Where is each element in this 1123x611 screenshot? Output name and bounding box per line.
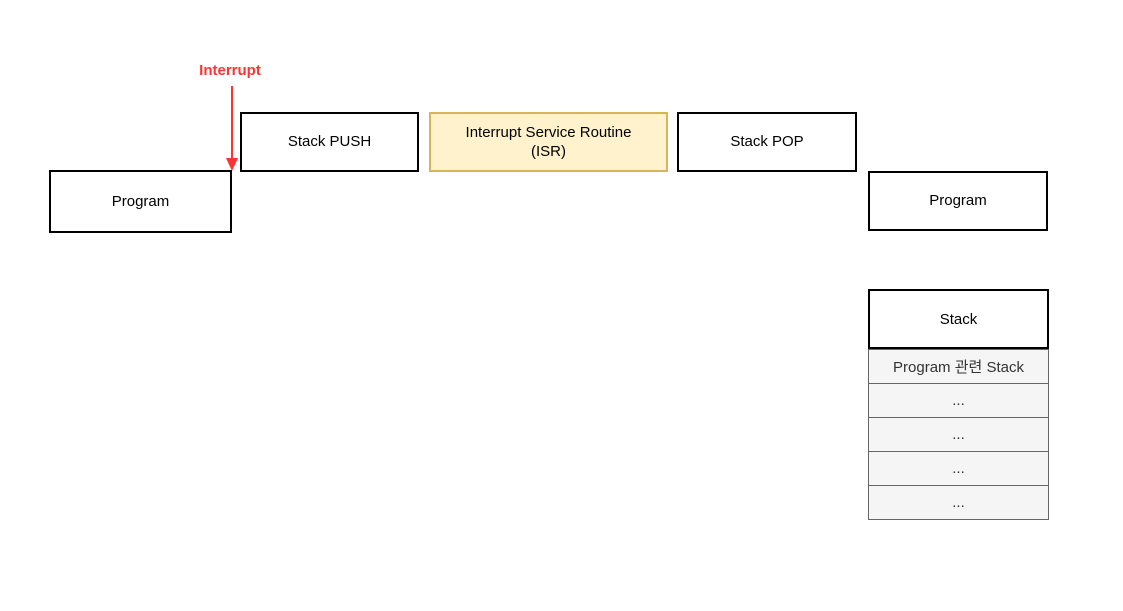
stack-table-header: Stack	[868, 289, 1049, 349]
interrupt-label: Interrupt	[199, 62, 261, 79]
isr-box: Interrupt Service Routine (ISR)	[429, 112, 668, 172]
program-box-right: Program	[868, 171, 1048, 231]
stack-push-box-label: Stack PUSH	[287, 133, 372, 151]
stack-push-box: Stack PUSH	[240, 112, 419, 172]
stack-table-row: ...	[868, 451, 1049, 486]
stack-table-row: ...	[868, 485, 1049, 520]
program-box-left-label: Program	[111, 192, 170, 210]
stack-table-row: ...	[868, 383, 1049, 418]
stack-pop-box: Stack POP	[677, 112, 857, 172]
program-box-right-label: Program	[929, 192, 987, 210]
program-box-left: Program	[49, 170, 232, 233]
stack-table-row: Program 관련 Stack	[868, 349, 1049, 384]
isr-box-label-line2: (ISR)	[531, 143, 566, 160]
isr-box-label-line1: Interrupt Service Routine	[465, 123, 632, 141]
stack-pop-box-label: Stack POP	[730, 133, 804, 151]
stack-table-row: ...	[868, 417, 1049, 452]
interrupt-arrow-icon	[226, 86, 238, 171]
stack-table: Stack Program 관련 Stack ... ... ... ...	[868, 289, 1049, 520]
